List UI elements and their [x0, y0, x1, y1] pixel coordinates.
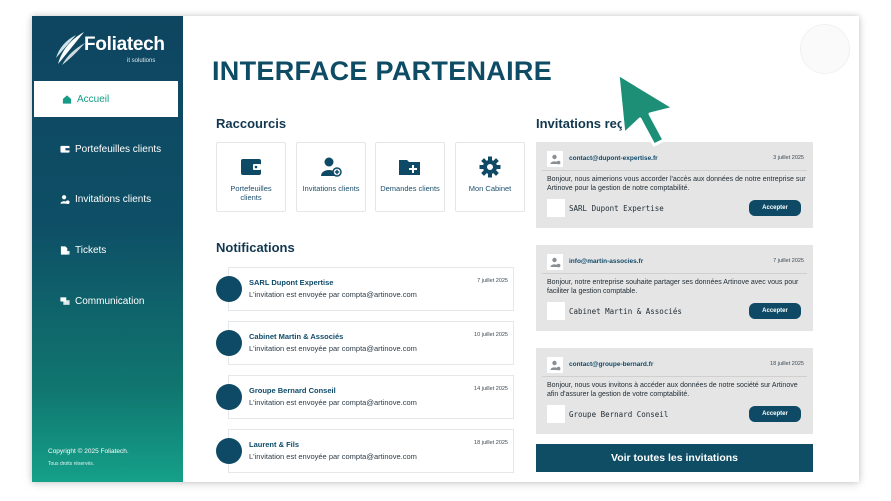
invitation-card: info@martin-associes.fr 7 juillet 2025 B… [536, 245, 813, 331]
shortcut-invitations[interactable]: Invitations clients [296, 142, 366, 212]
shortcut-demandes[interactable]: Demandes clients [375, 142, 445, 212]
company-logo [547, 199, 565, 217]
shortcut-label: Portefeuilles clients [230, 184, 272, 202]
user-add-icon [320, 156, 342, 178]
company-logo [547, 405, 565, 423]
accept-button[interactable]: Accepter [749, 406, 801, 422]
brand-tagline: it solutions [127, 58, 156, 64]
invitation-email: contact@dupont-expertise.fr [569, 155, 658, 162]
user-icon [547, 151, 563, 167]
accept-button[interactable]: Accepter [749, 303, 801, 319]
leaf-logo-icon [56, 32, 85, 65]
brand-logo[interactable]: Foliatech it solutions [54, 30, 165, 70]
wallet-icon [60, 144, 70, 154]
invitation-date: 18 juillet 2025 [770, 361, 804, 367]
user-icon [547, 254, 563, 270]
notification-name: Laurent & Fils [249, 440, 300, 449]
invitation-message: Bonjour, nous vous invitons à accéder au… [547, 382, 798, 398]
invitation-email: info@martin-associes.fr [569, 258, 644, 265]
notification-date: 18 juillet 2025 [474, 440, 508, 446]
notification-text: L'invitation est envoyée par compta@arti… [249, 398, 417, 407]
brand-name: Foliatech [84, 34, 165, 55]
avatar [216, 330, 242, 356]
invitation-message: Bonjour, notre entreprise souhaite parta… [547, 279, 799, 295]
notifications-title: Notifications [216, 240, 295, 255]
ticket-icon [60, 245, 70, 255]
notification-text: L'invitation est envoyée par compta@arti… [249, 344, 417, 353]
sidebar: Foliatech it solutions Accueil Portefeui… [32, 16, 183, 482]
shortcut-label: Invitations clients [302, 184, 360, 193]
invitation-message: Bonjour, nous aimerions vous accorder l'… [547, 176, 806, 192]
page-title: INTERFACE PARTENAIRE [212, 56, 553, 86]
list-item[interactable]: SARL Dupont Expertise 7 juillet 2025 L'i… [216, 267, 514, 311]
accept-button[interactable]: Accepter [749, 200, 801, 216]
shortcut-label: Mon Cabinet [468, 184, 512, 193]
notification-card [228, 267, 514, 311]
sidebar-item-communication[interactable]: Communication [32, 283, 183, 319]
shortcut-label: Demandes clients [380, 184, 440, 193]
pointer-cursor-icon [616, 72, 676, 147]
shortcuts-title: Raccourcis [216, 116, 287, 131]
sidebar-item-label: Portefeuilles clients [75, 143, 162, 155]
invitations-title: Invitations reç [536, 116, 625, 131]
profile-placeholder[interactable] [800, 24, 850, 74]
invitation-company: Cabinet Martin & Associés [569, 307, 682, 316]
app-window: Foliatech it solutions Accueil Portefeui… [32, 16, 859, 482]
notification-name: SARL Dupont Expertise [249, 278, 334, 287]
list-item[interactable]: Cabinet Martin & Associés 10 juillet 202… [216, 321, 514, 365]
invitation-date: 7 juillet 2025 [773, 258, 804, 264]
shortcut-portefeuilles[interactable]: Portefeuilles clients [216, 142, 286, 212]
sidebar-item-label: Tickets [75, 244, 107, 256]
sidebar-item-portefeuilles[interactable]: Portefeuilles clients [32, 131, 183, 167]
copyright-text: Copyright © 2025 Foliatech. [48, 448, 129, 455]
invitation-card: contact@dupont-expertise.fr 3 juillet 20… [536, 142, 813, 228]
list-item[interactable]: Laurent & Fils 18 juillet 2025 L'invitat… [216, 429, 514, 473]
invitation-card: contact@groupe-bernard.fr 18 juillet 202… [536, 348, 813, 434]
divider [542, 273, 807, 274]
user-add-icon [60, 194, 70, 205]
wallet-icon [240, 156, 262, 178]
folder-add-icon [398, 156, 422, 178]
notification-card [228, 321, 514, 365]
notification-date: 7 juillet 2025 [477, 278, 508, 284]
shortcut-cabinet[interactable]: Mon Cabinet [455, 142, 525, 212]
notification-date: 14 juillet 2025 [474, 386, 508, 392]
sidebar-item-accueil[interactable]: Accueil [34, 81, 178, 117]
invitation-date: 3 juillet 2025 [773, 155, 804, 161]
sidebar-item-label: Invitations clients [75, 193, 152, 205]
notification-date: 10 juillet 2025 [474, 332, 508, 338]
user-icon [547, 357, 563, 373]
sidebar-item-label: Accueil [77, 93, 110, 105]
avatar [216, 438, 242, 464]
invitation-email: contact@groupe-bernard.fr [569, 361, 654, 368]
notification-text: L'invitation est envoyée par compta@arti… [249, 452, 417, 461]
sidebar-item-tickets[interactable]: Tickets [32, 232, 183, 268]
avatar [216, 384, 242, 410]
notification-card [228, 375, 514, 419]
rights-text: Tous droits réservés. [48, 461, 95, 467]
home-icon [62, 94, 72, 104]
chat-icon [60, 296, 70, 306]
notification-name: Cabinet Martin & Associés [249, 332, 344, 341]
invitation-company: SARL Dupont Expertise [569, 204, 664, 213]
list-item[interactable]: Groupe Bernard Conseil 14 juillet 2025 L… [216, 375, 514, 419]
gear-icon [479, 156, 501, 178]
divider [542, 170, 807, 171]
company-logo [547, 302, 565, 320]
sidebar-item-label: Communication [75, 295, 145, 307]
notification-text: L'invitation est envoyée par compta@arti… [249, 290, 417, 299]
notification-name: Groupe Bernard Conseil [249, 386, 336, 395]
avatar [216, 276, 242, 302]
invitation-company: Groupe Bernard Conseil [569, 410, 669, 419]
notification-card [228, 429, 514, 473]
see-all-invitations-button[interactable]: Voir toutes les invitations [536, 444, 813, 472]
divider [542, 376, 807, 377]
sidebar-item-invitations[interactable]: Invitations clients [32, 181, 183, 217]
